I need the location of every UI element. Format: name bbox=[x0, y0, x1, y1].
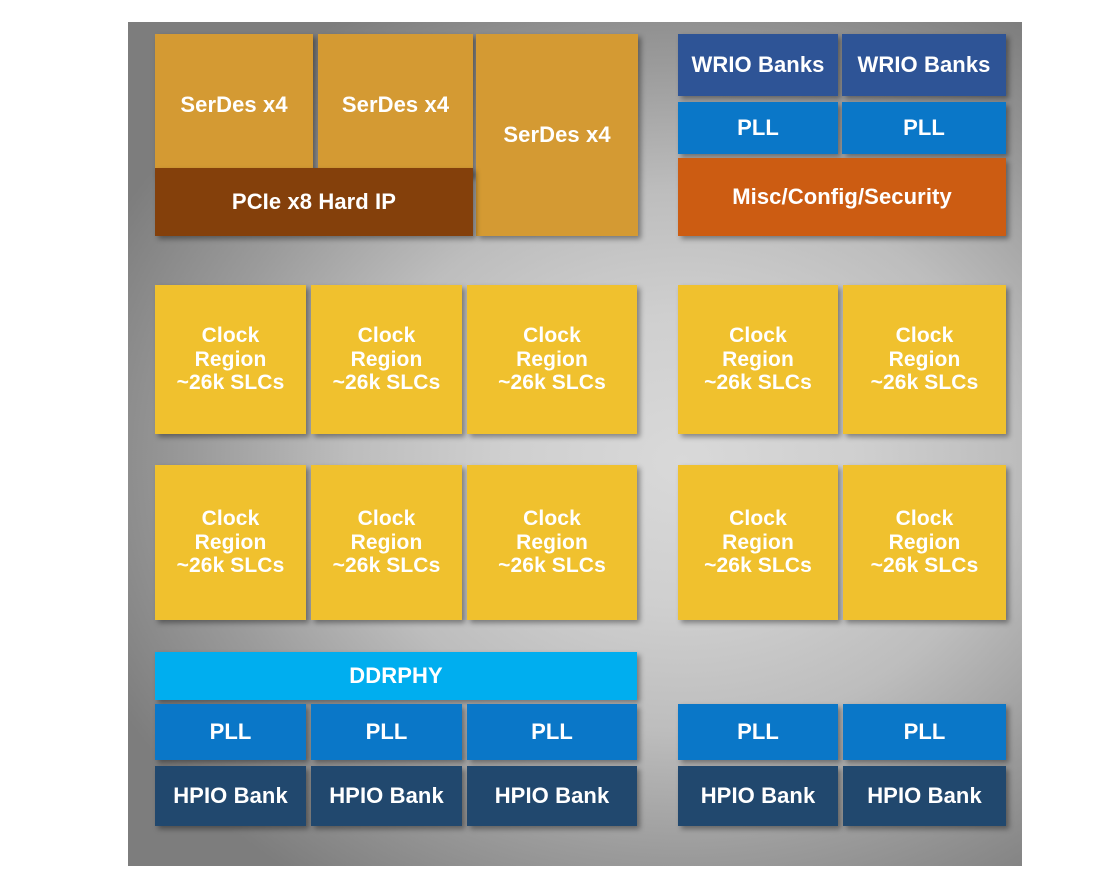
clock-region-block[interactable]: Clock Region ~26k SLCs bbox=[843, 285, 1006, 434]
pll-block-bottom-right-1[interactable]: PLL bbox=[678, 704, 838, 760]
misc-config-security-block[interactable]: Misc/Config/Security bbox=[678, 158, 1006, 236]
pll-block-bottom-3[interactable]: PLL bbox=[467, 704, 637, 760]
clock-region-block[interactable]: Clock Region ~26k SLCs bbox=[467, 465, 637, 620]
fpga-die-canvas: SerDes x4 SerDes x4 SerDes x4 PCIe x8 Ha… bbox=[128, 22, 1022, 866]
clock-region-block[interactable]: Clock Region ~26k SLCs bbox=[311, 465, 462, 620]
hpio-bank-block-3[interactable]: HPIO Bank bbox=[467, 766, 637, 826]
ddrphy-block[interactable]: DDRPHY bbox=[155, 652, 637, 700]
pll-block-bottom-1[interactable]: PLL bbox=[155, 704, 306, 760]
clock-region-block[interactable]: Clock Region ~26k SLCs bbox=[467, 285, 637, 434]
serdes-block-2[interactable]: SerDes x4 bbox=[318, 34, 473, 176]
hpio-bank-block-right-1[interactable]: HPIO Bank bbox=[678, 766, 838, 826]
wrio-banks-block-2[interactable]: WRIO Banks bbox=[842, 34, 1006, 96]
clock-region-block[interactable]: Clock Region ~26k SLCs bbox=[843, 465, 1006, 620]
clock-region-block[interactable]: Clock Region ~26k SLCs bbox=[155, 465, 306, 620]
hpio-bank-block-1[interactable]: HPIO Bank bbox=[155, 766, 306, 826]
clock-region-block[interactable]: Clock Region ~26k SLCs bbox=[678, 285, 838, 434]
hpio-bank-block-right-2[interactable]: HPIO Bank bbox=[843, 766, 1006, 826]
serdes-block-3[interactable]: SerDes x4 bbox=[476, 34, 638, 236]
pll-block-top-1[interactable]: PLL bbox=[678, 102, 838, 154]
clock-region-block[interactable]: Clock Region ~26k SLCs bbox=[678, 465, 838, 620]
clock-region-block[interactable]: Clock Region ~26k SLCs bbox=[311, 285, 462, 434]
clock-region-block[interactable]: Clock Region ~26k SLCs bbox=[155, 285, 306, 434]
pll-block-bottom-right-2[interactable]: PLL bbox=[843, 704, 1006, 760]
pll-block-bottom-2[interactable]: PLL bbox=[311, 704, 462, 760]
pcie-hard-ip-block[interactable]: PCIe x8 Hard IP bbox=[155, 168, 473, 236]
serdes-block-1[interactable]: SerDes x4 bbox=[155, 34, 313, 176]
hpio-bank-block-2[interactable]: HPIO Bank bbox=[311, 766, 462, 826]
wrio-banks-block-1[interactable]: WRIO Banks bbox=[678, 34, 838, 96]
pll-block-top-2[interactable]: PLL bbox=[842, 102, 1006, 154]
